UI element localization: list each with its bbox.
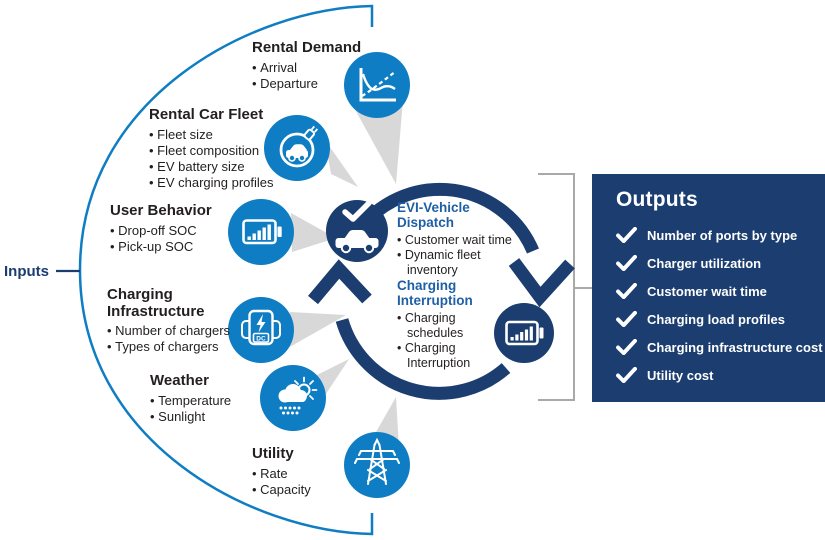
wedge-user-behavior bbox=[291, 213, 336, 252]
dc-label: DC bbox=[256, 336, 266, 343]
list-item: Charging Interruption bbox=[397, 341, 485, 371]
list-item: Capacity bbox=[252, 482, 352, 498]
group-title: User Behavior bbox=[110, 202, 212, 219]
output-item-label: Charging infrastructure cost bbox=[647, 339, 823, 355]
cycle-dispatch-block: EVI-Vehicle Dispatch Customer wait time … bbox=[397, 200, 527, 278]
input-group-user-behavior: User Behavior Drop-off SOC Pick-up SOC bbox=[110, 202, 250, 255]
input-group-rental-car-fleet: Rental Car Fleet Fleet size Fleet compos… bbox=[149, 106, 309, 191]
wedge-rental-fleet bbox=[325, 140, 358, 187]
list-item: Types of chargers bbox=[107, 339, 257, 355]
group-list: Arrival Departure bbox=[252, 60, 367, 92]
weather-icon bbox=[260, 365, 326, 431]
list-item: Number of chargers bbox=[107, 323, 257, 339]
list-item: Fleet composition bbox=[149, 143, 309, 159]
input-group-rental-demand: Rental Demand Arrival Departure bbox=[252, 39, 367, 92]
interruption-list: Charging schedules Charging Interruption bbox=[397, 311, 485, 371]
input-group-weather: Weather Temperature Sunlight bbox=[150, 372, 270, 425]
list-item: EV battery size bbox=[149, 159, 309, 175]
dispatch-list: Customer wait time Dynamic fleet invento… bbox=[397, 233, 523, 278]
interruption-title: Charging Interruption bbox=[397, 278, 473, 308]
list-item: Arrival bbox=[252, 60, 367, 76]
group-list: Rate Capacity bbox=[252, 466, 352, 498]
cycle-interruption-block: Charging Interruption Charging schedules… bbox=[397, 278, 517, 371]
list-item: Rate bbox=[252, 466, 352, 482]
output-item: Customer wait time bbox=[616, 277, 825, 305]
check-icon bbox=[616, 339, 637, 355]
transmission-tower-icon bbox=[344, 432, 410, 498]
input-group-utility: Utility Rate Capacity bbox=[252, 445, 352, 498]
group-title: Rental Car Fleet bbox=[149, 106, 264, 123]
output-item-label: Utility cost bbox=[647, 367, 714, 383]
outputs-bracket bbox=[538, 173, 592, 401]
check-icon bbox=[616, 227, 637, 243]
check-icon bbox=[616, 367, 637, 383]
check-icon bbox=[616, 283, 637, 299]
list-item: Customer wait time bbox=[397, 233, 523, 248]
output-item-label: Customer wait time bbox=[647, 283, 767, 299]
list-item: Drop-off SOC bbox=[110, 223, 250, 239]
output-item: Charging infrastructure cost bbox=[616, 333, 825, 361]
group-list: Temperature Sunlight bbox=[150, 393, 270, 425]
group-title: Utility bbox=[252, 445, 294, 462]
output-item-label: Charger utilization bbox=[647, 255, 762, 271]
outputs-panel: Outputs Number of ports by type Charger … bbox=[592, 174, 825, 402]
interruption-battery-icon bbox=[494, 303, 554, 363]
output-item: Number of ports by type bbox=[616, 221, 825, 249]
list-item: Dynamic fleet inventory bbox=[397, 248, 523, 278]
arrowhead-left-icon bbox=[308, 259, 372, 305]
output-item: Charging load profiles bbox=[616, 305, 825, 333]
check-icon bbox=[616, 255, 637, 271]
input-group-charging-infrastructure: Charging Infrastructure Number of charge… bbox=[107, 286, 257, 355]
inputs-label: Inputs bbox=[4, 263, 49, 280]
outputs-title: Outputs bbox=[616, 188, 698, 211]
wedge-rental-demand bbox=[352, 100, 403, 184]
list-item: Sunlight bbox=[150, 409, 270, 425]
wedge-charging-infra bbox=[288, 312, 346, 348]
list-item: Fleet size bbox=[149, 127, 309, 143]
dispatch-title: EVI-Vehicle Dispatch bbox=[397, 200, 470, 230]
output-item: Charger utilization bbox=[616, 249, 825, 277]
group-title: Rental Demand bbox=[252, 39, 362, 56]
group-list: Number of chargers Types of chargers bbox=[107, 323, 257, 355]
list-item: Departure bbox=[252, 76, 367, 92]
group-list: Drop-off SOC Pick-up SOC bbox=[110, 223, 250, 255]
group-title: Weather bbox=[150, 372, 209, 389]
cycle-arc-bottom bbox=[335, 318, 511, 400]
output-item-label: Number of ports by type bbox=[647, 227, 798, 243]
group-list: Fleet size Fleet composition EV battery … bbox=[149, 127, 309, 191]
list-item: EV charging profiles bbox=[149, 175, 309, 191]
output-item-label: Charging load profiles bbox=[647, 311, 785, 327]
check-icon bbox=[616, 311, 637, 327]
list-item: Temperature bbox=[150, 393, 270, 409]
output-item: Utility cost bbox=[616, 361, 825, 389]
list-item: Pick-up SOC bbox=[110, 239, 250, 255]
group-title: Charging Infrastructure bbox=[107, 286, 205, 320]
list-item: Charging schedules bbox=[397, 311, 485, 341]
dispatch-car-check-icon bbox=[326, 200, 388, 262]
